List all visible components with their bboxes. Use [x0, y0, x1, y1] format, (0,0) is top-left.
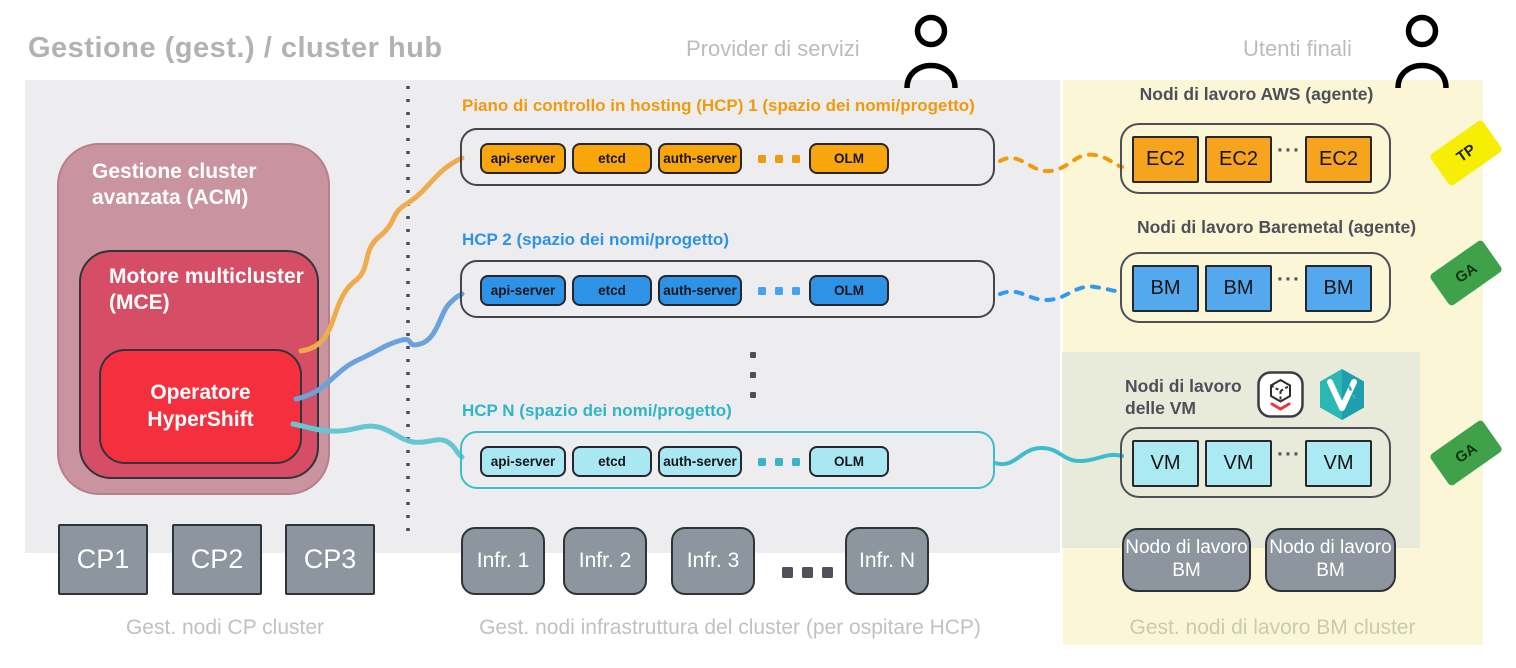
hcp2-box: api-server etcd auth-server OLM: [460, 260, 995, 318]
service-provider-label: Provider di servizi: [686, 36, 860, 61]
hcpn-title: HCP N (spazio dei nomi/progetto): [462, 401, 732, 420]
bm-node: BM: [1205, 265, 1272, 312]
ellipsis-icon: [758, 287, 800, 295]
aws-workers-box: EC2 EC2 ··· EC2: [1120, 123, 1391, 194]
infra-node: Infr. 1: [461, 527, 545, 595]
baremetal-workers-box: BM BM ··· BM: [1120, 252, 1391, 323]
end-users-label: Utenti finali: [1243, 36, 1352, 61]
vm-node: VM: [1305, 440, 1372, 487]
baremetal-workers-title: Nodi di lavoro Baremetal (agente): [1136, 217, 1417, 237]
hcp2-title: HCP 2 (spazio dei nomi/progetto): [462, 230, 729, 249]
kubevirt-icon: [1320, 369, 1364, 420]
infra-node: Infr. 3: [671, 527, 755, 595]
mce-box: Motore multicluster (MCE) Operatore Hype…: [79, 250, 319, 479]
infra-node: Infr. N: [845, 527, 929, 595]
bm-worker-node: Nodo di lavoro BM: [1265, 528, 1396, 592]
component-auth-server: auth-server: [658, 275, 742, 306]
person-icon: [1395, 14, 1449, 88]
cp-node: CP1: [58, 524, 148, 595]
ellipsis-icon: [758, 155, 800, 163]
component-olm: OLM: [809, 446, 889, 477]
cp-node: CP2: [172, 524, 262, 595]
person-icon: [904, 14, 958, 88]
ellipsis-icon: [782, 567, 833, 578]
cp-caption: Gest. nodi CP cluster: [125, 616, 325, 639]
infra-node: Infr. 2: [563, 527, 647, 595]
hcpn-box: api-server etcd auth-server OLM: [460, 431, 995, 489]
virtualization-operator-icon: [1257, 371, 1304, 418]
bm-caption: Gest. nodi di lavoro BM cluster: [1129, 616, 1416, 639]
acm-label: Gestione cluster avanzata (ACM): [92, 160, 257, 210]
vm-workers-title: Nodi di lavoro delle VM: [1125, 376, 1242, 418]
page-title: Gestione (gest.) / cluster hub: [28, 32, 443, 64]
component-auth-server: auth-server: [658, 143, 742, 174]
node-ellipsis: ···: [1277, 443, 1301, 466]
component-auth-server: auth-server: [658, 446, 742, 477]
vm-node: VM: [1205, 440, 1272, 487]
node-ellipsis: ···: [1277, 268, 1301, 291]
vertical-ellipsis-icon: [750, 352, 756, 412]
hcp1-box: api-server etcd auth-server OLM: [460, 128, 995, 186]
vm-node: VM: [1132, 440, 1199, 487]
infra-caption: Gest. nodi infrastruttura del cluster (p…: [479, 616, 981, 639]
acm-box: Gestione cluster avanzata (ACM) Motore m…: [57, 143, 330, 495]
mce-label: Motore multicluster (MCE): [109, 265, 304, 315]
component-api-server: api-server: [480, 446, 566, 477]
component-etcd: etcd: [572, 446, 652, 477]
node-ellipsis: ···: [1277, 139, 1301, 162]
component-olm: OLM: [809, 275, 889, 306]
ec2-node: EC2: [1205, 136, 1272, 183]
aws-workers-title: Nodi di lavoro AWS (agente): [1139, 84, 1374, 104]
component-olm: OLM: [809, 143, 889, 174]
bm-node: BM: [1132, 265, 1199, 312]
ellipsis-icon: [758, 458, 800, 466]
hcp1-title: Piano di controllo in hosting (HCP) 1 (s…: [462, 96, 975, 115]
component-api-server: api-server: [480, 143, 566, 174]
component-etcd: etcd: [572, 275, 652, 306]
bm-worker-node: Nodo di lavoro BM: [1122, 528, 1251, 592]
cp-node: CP3: [285, 524, 375, 595]
vm-workers-box: VM VM ··· VM: [1120, 427, 1391, 498]
hypershift-operator-box: Operatore HyperShift: [99, 349, 302, 464]
bm-node: BM: [1305, 265, 1372, 312]
ec2-node: EC2: [1132, 136, 1199, 183]
ec2-node: EC2: [1305, 136, 1372, 183]
component-api-server: api-server: [480, 275, 566, 306]
hypershift-operator-label: Operatore HyperShift: [147, 381, 254, 431]
component-etcd: etcd: [572, 143, 652, 174]
